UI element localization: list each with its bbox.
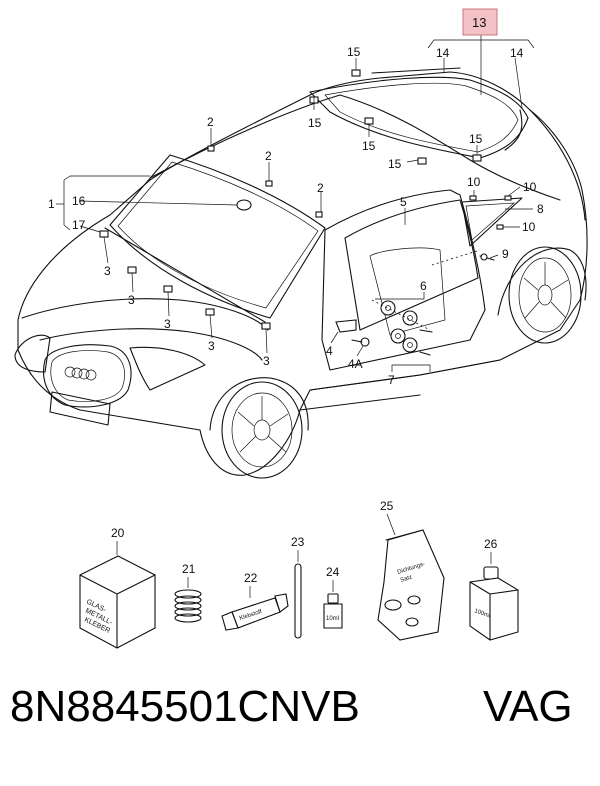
footer: 8N8845501CNVB VAG <box>0 682 600 762</box>
callout-15: 15 <box>347 45 361 59</box>
callout-14: 14 <box>510 46 524 60</box>
callout-15: 15 <box>469 132 483 146</box>
callout-3: 3 <box>128 293 135 307</box>
adhesive-tube: 22 Klebstoff <box>221 571 289 631</box>
callout-3: 3 <box>164 317 171 331</box>
small-bottle: 24 10ml <box>323 565 343 629</box>
callout-15: 15 <box>362 139 376 153</box>
spring-coil: 21 <box>174 562 202 623</box>
seal-kit-bag: 25 Dichtungs- Satz <box>377 499 445 641</box>
callout-16: 16 <box>72 194 86 208</box>
callout-20: 20 <box>111 526 125 540</box>
callout-8: 8 <box>537 202 544 216</box>
rod: 23 <box>291 535 305 639</box>
leader-lines <box>56 28 535 372</box>
callout-25: 25 <box>380 499 394 513</box>
callout-13: 13 <box>472 15 486 30</box>
callout-14: 14 <box>436 46 450 60</box>
callout-5: 5 <box>400 195 407 209</box>
callout-labels: 13 14 14 15 15 15 15 15 2 2 2 1 16 17 3 … <box>48 8 544 387</box>
liquid-can: 26 100ml <box>469 537 519 641</box>
callout-9: 9 <box>502 247 509 261</box>
callout-17: 17 <box>72 218 86 232</box>
callout-15: 15 <box>308 116 322 130</box>
callout-26: 26 <box>484 537 498 551</box>
callout-6: 6 <box>420 279 427 293</box>
car-body-illustration <box>14 67 588 479</box>
callout-4: 4 <box>326 344 333 358</box>
part-number: 8N8845501CNVB <box>10 682 360 731</box>
callout-23: 23 <box>291 535 305 549</box>
callout-4a: 4A <box>348 357 363 371</box>
brand-name: VAG <box>483 682 573 731</box>
callout-13-highlight <box>462 8 498 36</box>
callout-3: 3 <box>104 264 111 278</box>
callout-21: 21 <box>182 562 196 576</box>
callout-15: 15 <box>388 157 402 171</box>
bag-label-line: Satz <box>400 574 413 583</box>
callout-10: 10 <box>523 180 537 194</box>
callout-2: 2 <box>317 181 324 195</box>
callout-22: 22 <box>244 571 258 585</box>
callout-1: 1 <box>48 197 55 211</box>
callout-24: 24 <box>326 565 340 579</box>
callout-7: 7 <box>388 373 395 387</box>
callout-3: 3 <box>208 339 215 353</box>
callout-3: 3 <box>263 354 270 368</box>
bottle-label: 10ml <box>326 616 339 622</box>
clip-markers <box>99 69 512 356</box>
callout-10: 10 <box>467 175 481 189</box>
glass-metal-adhesive-box: 20 GLAS- METALL- KLEBER <box>79 526 156 649</box>
can-label: 100ml <box>473 608 490 619</box>
callout-2: 2 <box>265 149 272 163</box>
accessories-row: 20 GLAS- METALL- KLEBER 21 22 Klebstoff <box>79 499 519 649</box>
audi-rings-logo <box>64 366 97 381</box>
callout-10: 10 <box>522 220 536 234</box>
callout-2: 2 <box>207 115 214 129</box>
